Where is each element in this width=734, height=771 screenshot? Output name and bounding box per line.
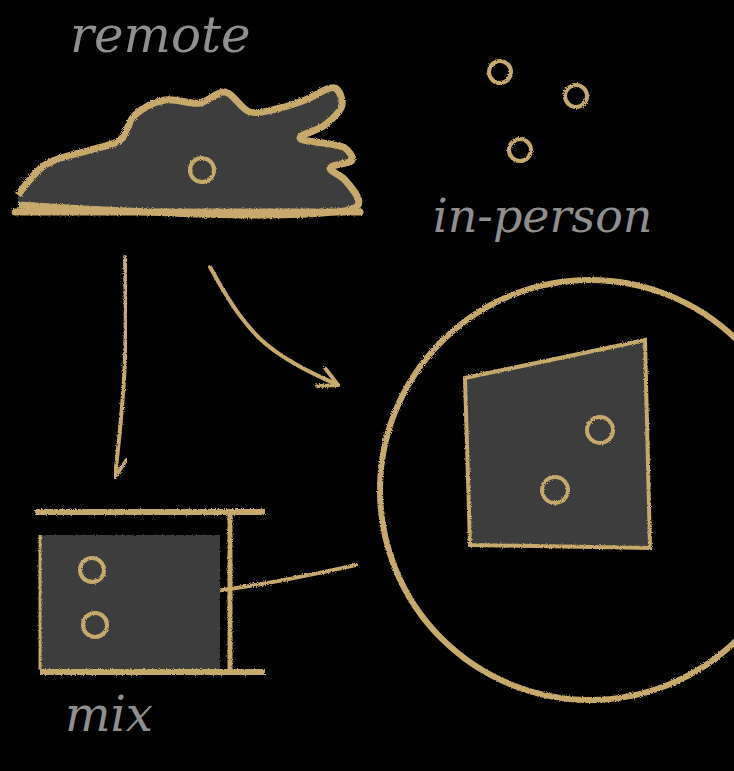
- flow-arrow: [210, 267, 338, 385]
- dot: [587, 417, 613, 443]
- ground-line: [15, 209, 360, 216]
- box-top: [35, 509, 265, 515]
- cloud-outline: [18, 88, 359, 215]
- pointer-arrow: [555, 580, 559, 771]
- node-label: remote: [70, 7, 251, 65]
- box-side: [39, 535, 42, 670]
- dot: [80, 558, 104, 582]
- floating-dots: [489, 61, 587, 161]
- box-fill: [40, 535, 220, 670]
- dot: [83, 613, 107, 637]
- dot: [542, 477, 568, 503]
- node-label: in-person: [433, 190, 652, 243]
- inner-square: [465, 340, 650, 548]
- dot: [509, 139, 531, 161]
- cloud-node: remote: [15, 5, 365, 227]
- node-outline: [378, 188, 734, 771]
- dot: [489, 61, 511, 83]
- box-node: mix: [30, 505, 275, 760]
- node-label: mix: [65, 687, 153, 742]
- dot: [190, 158, 214, 182]
- dot: [565, 85, 587, 107]
- flow-arrow: [115, 257, 126, 477]
- circle-node: in-person: [378, 188, 734, 771]
- circle-outline: [380, 280, 734, 700]
- box-side: [228, 515, 233, 670]
